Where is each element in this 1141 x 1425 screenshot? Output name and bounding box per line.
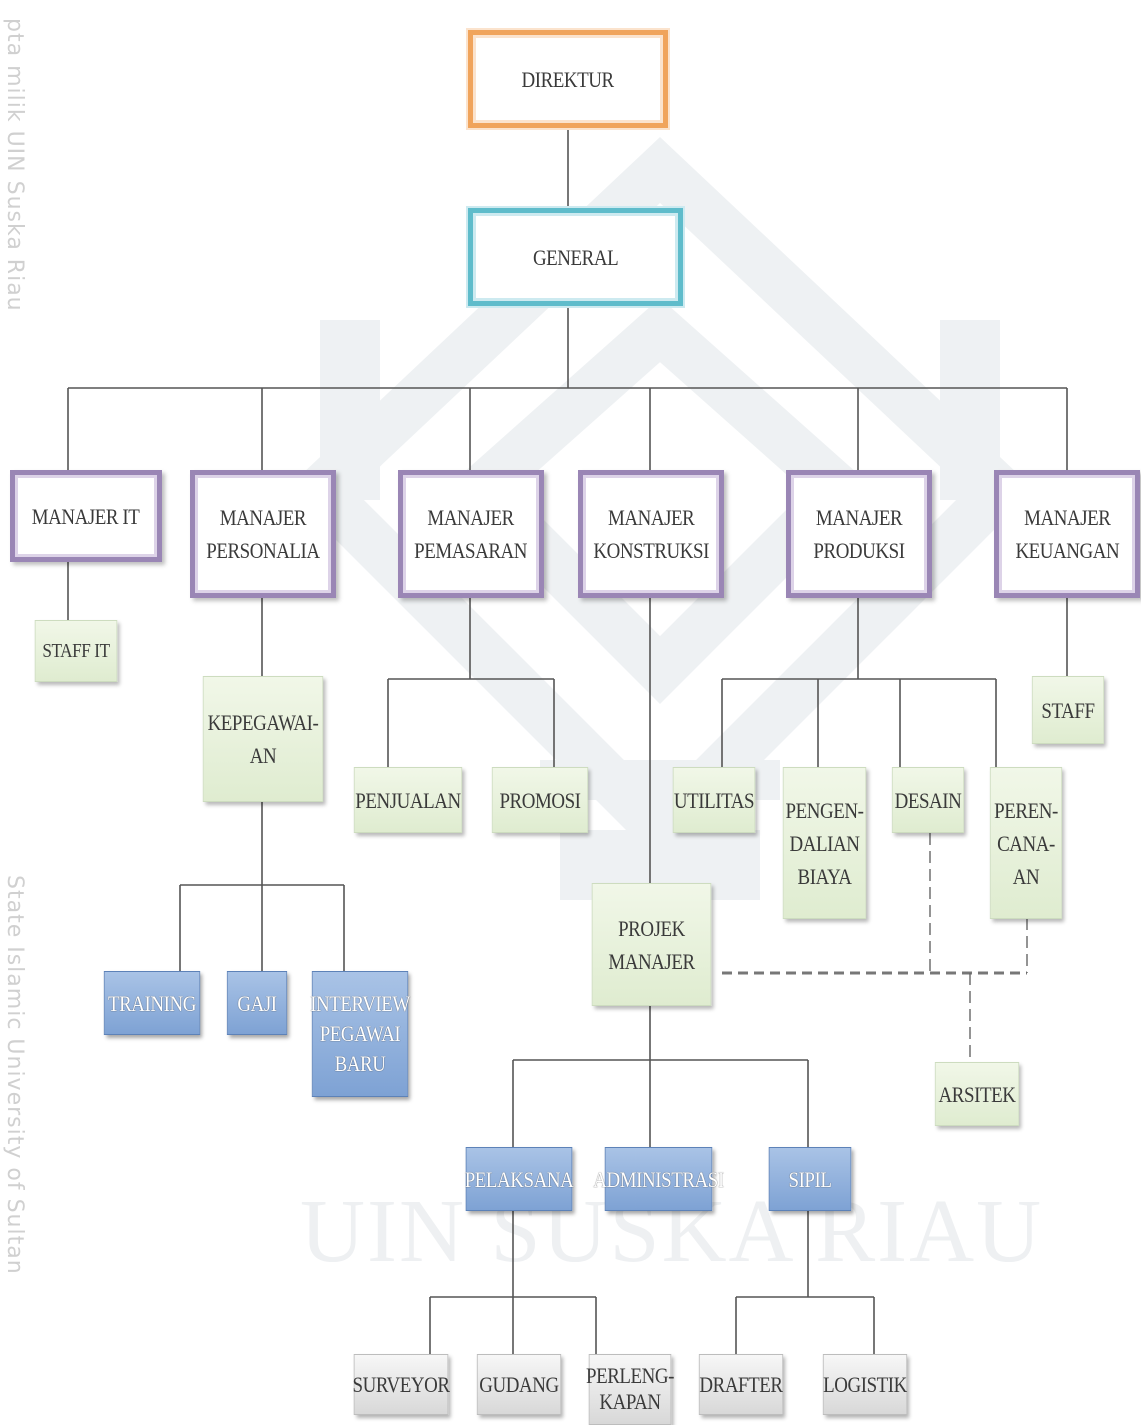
node-manajer-pemasaran-label: MANAJER PEMASARAN xyxy=(414,505,528,563)
node-pengendalian-biaya-label: PENGEN- DALIAN BIAYA xyxy=(785,797,864,889)
node-administrasi-label: ADMINISTRASI xyxy=(593,1166,724,1192)
node-pelaksana: PELAKSANA xyxy=(464,1147,574,1211)
node-surveyor-label: SURVEYOR xyxy=(352,1372,450,1397)
node-manajer-keuangan-label: MANAJER KEUANGAN xyxy=(1015,505,1119,563)
node-manajer-produksi-label: MANAJER PRODUKSI xyxy=(813,505,905,563)
node-training: TRAINING xyxy=(103,971,201,1035)
node-staff: STAFF xyxy=(1031,676,1105,744)
node-drafter: DRAFTER xyxy=(698,1354,784,1415)
node-kepegawaian-label: KEPEGAWAI- AN xyxy=(207,710,319,768)
node-perlengkapan-label: PERLENG- KAPAN xyxy=(586,1363,675,1415)
node-desain-label: DESAIN xyxy=(894,787,962,813)
node-surveyor: SURVEYOR xyxy=(352,1354,450,1415)
node-staff-it: STAFF IT xyxy=(34,620,118,682)
node-drafter-label: DRAFTER xyxy=(699,1372,783,1397)
node-perencanaan: PEREN- CANA- AN xyxy=(989,767,1063,919)
node-staff-it-label: STAFF IT xyxy=(42,640,110,662)
node-logistik-label: LOGISTIK xyxy=(823,1372,907,1397)
node-interview-label: INTERVIEW PEGAWAI BARU xyxy=(310,991,410,1076)
node-gaji: GAJI xyxy=(226,971,288,1035)
node-sipil-label: SIPIL xyxy=(788,1166,832,1192)
node-logistik: LOGISTIK xyxy=(822,1354,907,1415)
node-arsitek-label: ARSITEK xyxy=(938,1081,1016,1107)
node-arsitek: ARSITEK xyxy=(934,1062,1020,1126)
node-gudang: GUDANG xyxy=(476,1354,562,1415)
node-direktur: DIREKTUR xyxy=(468,30,668,128)
node-pengendalian-biaya: PENGEN- DALIAN BIAYA xyxy=(782,767,867,919)
node-penjualan: PENJUALAN xyxy=(353,767,463,833)
node-general: GENERAL xyxy=(468,208,683,306)
node-manajer-it-label: MANAJER IT xyxy=(32,503,140,529)
node-general-label: GENERAL xyxy=(532,244,619,270)
node-perlengkapan: PERLENG- KAPAN xyxy=(586,1354,675,1425)
node-sipil: SIPIL xyxy=(768,1147,852,1211)
node-pelaksana-label: PELAKSANA xyxy=(464,1166,574,1192)
node-utilitas-label: UTILITAS xyxy=(673,787,755,813)
node-administrasi: ADMINISTRASI xyxy=(593,1147,724,1211)
node-promosi: PROMOSI xyxy=(491,767,589,833)
node-direktur-label: DIREKTUR xyxy=(521,66,615,92)
node-projek-manajer: PROJEK MANAJER xyxy=(591,883,712,1006)
node-training-label: TRAINING xyxy=(107,990,196,1016)
node-manajer-personalia-label: MANAJER PERSONALIA xyxy=(206,505,320,563)
node-staff-label: STAFF xyxy=(1041,697,1095,723)
node-manajer-konstruksi-label: MANAJER KONSTRUKSI xyxy=(593,505,709,563)
node-manajer-personalia: MANAJER PERSONALIA xyxy=(190,470,336,598)
node-kepegawaian: KEPEGAWAI- AN xyxy=(202,676,324,802)
node-perencanaan-label: PEREN- CANA- AN xyxy=(994,797,1058,889)
node-penjualan-label: PENJUALAN xyxy=(355,787,461,813)
node-manajer-keuangan: MANAJER KEUANGAN xyxy=(994,470,1140,598)
node-gaji-label: GAJI xyxy=(237,990,277,1016)
node-interview-pegawai-baru: INTERVIEW PEGAWAI BARU xyxy=(310,971,410,1097)
node-manajer-konstruksi: MANAJER KONSTRUKSI xyxy=(578,470,724,598)
node-manajer-produksi: MANAJER PRODUKSI xyxy=(786,470,932,598)
node-promosi-label: PROMOSI xyxy=(499,787,581,813)
node-utilitas: UTILITAS xyxy=(672,767,756,833)
node-gudang-label: GUDANG xyxy=(479,1372,559,1397)
node-desain: DESAIN xyxy=(891,767,965,833)
node-projek-manajer-label: PROJEK MANAJER xyxy=(608,915,695,974)
node-manajer-it: MANAJER IT xyxy=(10,470,162,562)
node-manajer-pemasaran: MANAJER PEMASARAN xyxy=(398,470,544,598)
